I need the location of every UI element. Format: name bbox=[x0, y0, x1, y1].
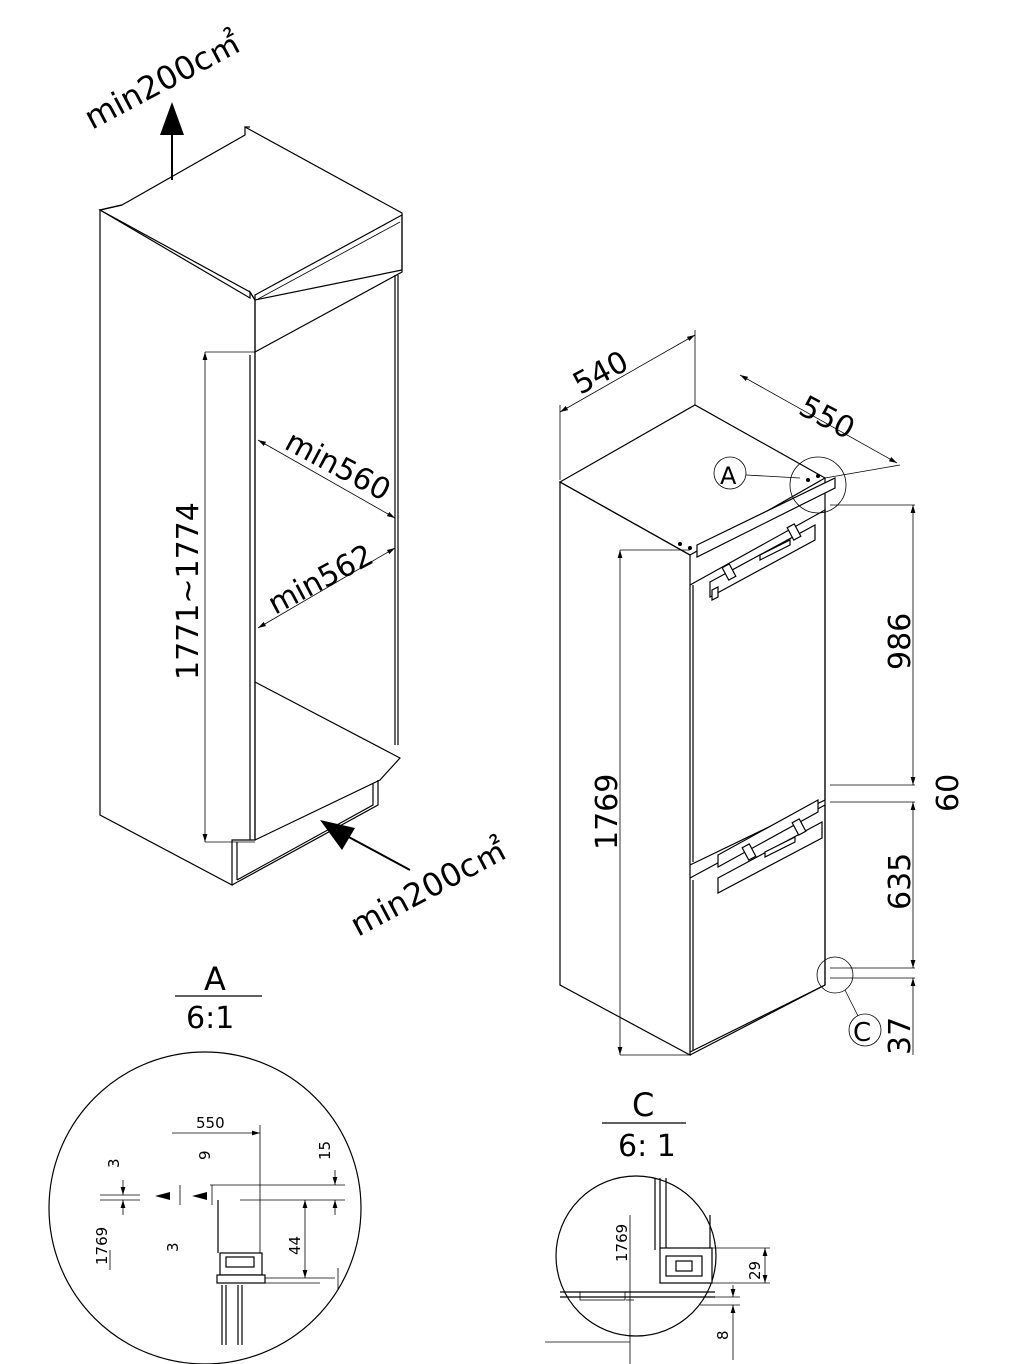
detail-a bbox=[48, 995, 362, 1364]
upper-door-label: 986 bbox=[883, 613, 918, 670]
detail-a-label: A bbox=[204, 960, 226, 998]
detail-a-15: 15 bbox=[316, 1141, 334, 1160]
detail-a-3-side: 3 bbox=[164, 1242, 182, 1252]
detail-a-44: 44 bbox=[286, 1236, 304, 1255]
fridge-appliance bbox=[558, 330, 916, 1057]
detail-a-scale: 6:1 bbox=[186, 1001, 234, 1036]
appliance-depth-label: 540 bbox=[567, 344, 634, 402]
callout-c-label: C bbox=[853, 1018, 871, 1048]
vent-top-label: min200c㎡ bbox=[78, 23, 247, 137]
detail-a-550: 550 bbox=[196, 1114, 225, 1132]
detail-a-3-top: 3 bbox=[105, 1158, 123, 1168]
cabinet-depth-label: min560 bbox=[279, 424, 396, 508]
detail-c-29: 29 bbox=[746, 1261, 764, 1280]
cabinet-height-label: 1771~1774 bbox=[171, 502, 206, 680]
detail-c-label: C bbox=[632, 1086, 654, 1124]
cabinet-width-label: min562 bbox=[262, 538, 379, 622]
detail-c bbox=[545, 1122, 770, 1364]
detail-c-1769: 1769 bbox=[613, 1224, 631, 1262]
detail-c-8: 8 bbox=[714, 1330, 732, 1340]
callout-a-label: A bbox=[720, 462, 737, 490]
bottom-label: 37 bbox=[883, 1017, 918, 1055]
appliance-width-label: 550 bbox=[793, 389, 860, 447]
cabinet-niche bbox=[98, 102, 411, 886]
detail-a-1769: 1769 bbox=[93, 1227, 111, 1265]
appliance-height-label: 1769 bbox=[590, 774, 625, 850]
detail-a-9: 9 bbox=[196, 1150, 214, 1160]
gap-label: 60 bbox=[931, 774, 966, 812]
lower-door-label: 635 bbox=[883, 853, 918, 910]
detail-c-scale: 6: 1 bbox=[618, 1129, 676, 1164]
